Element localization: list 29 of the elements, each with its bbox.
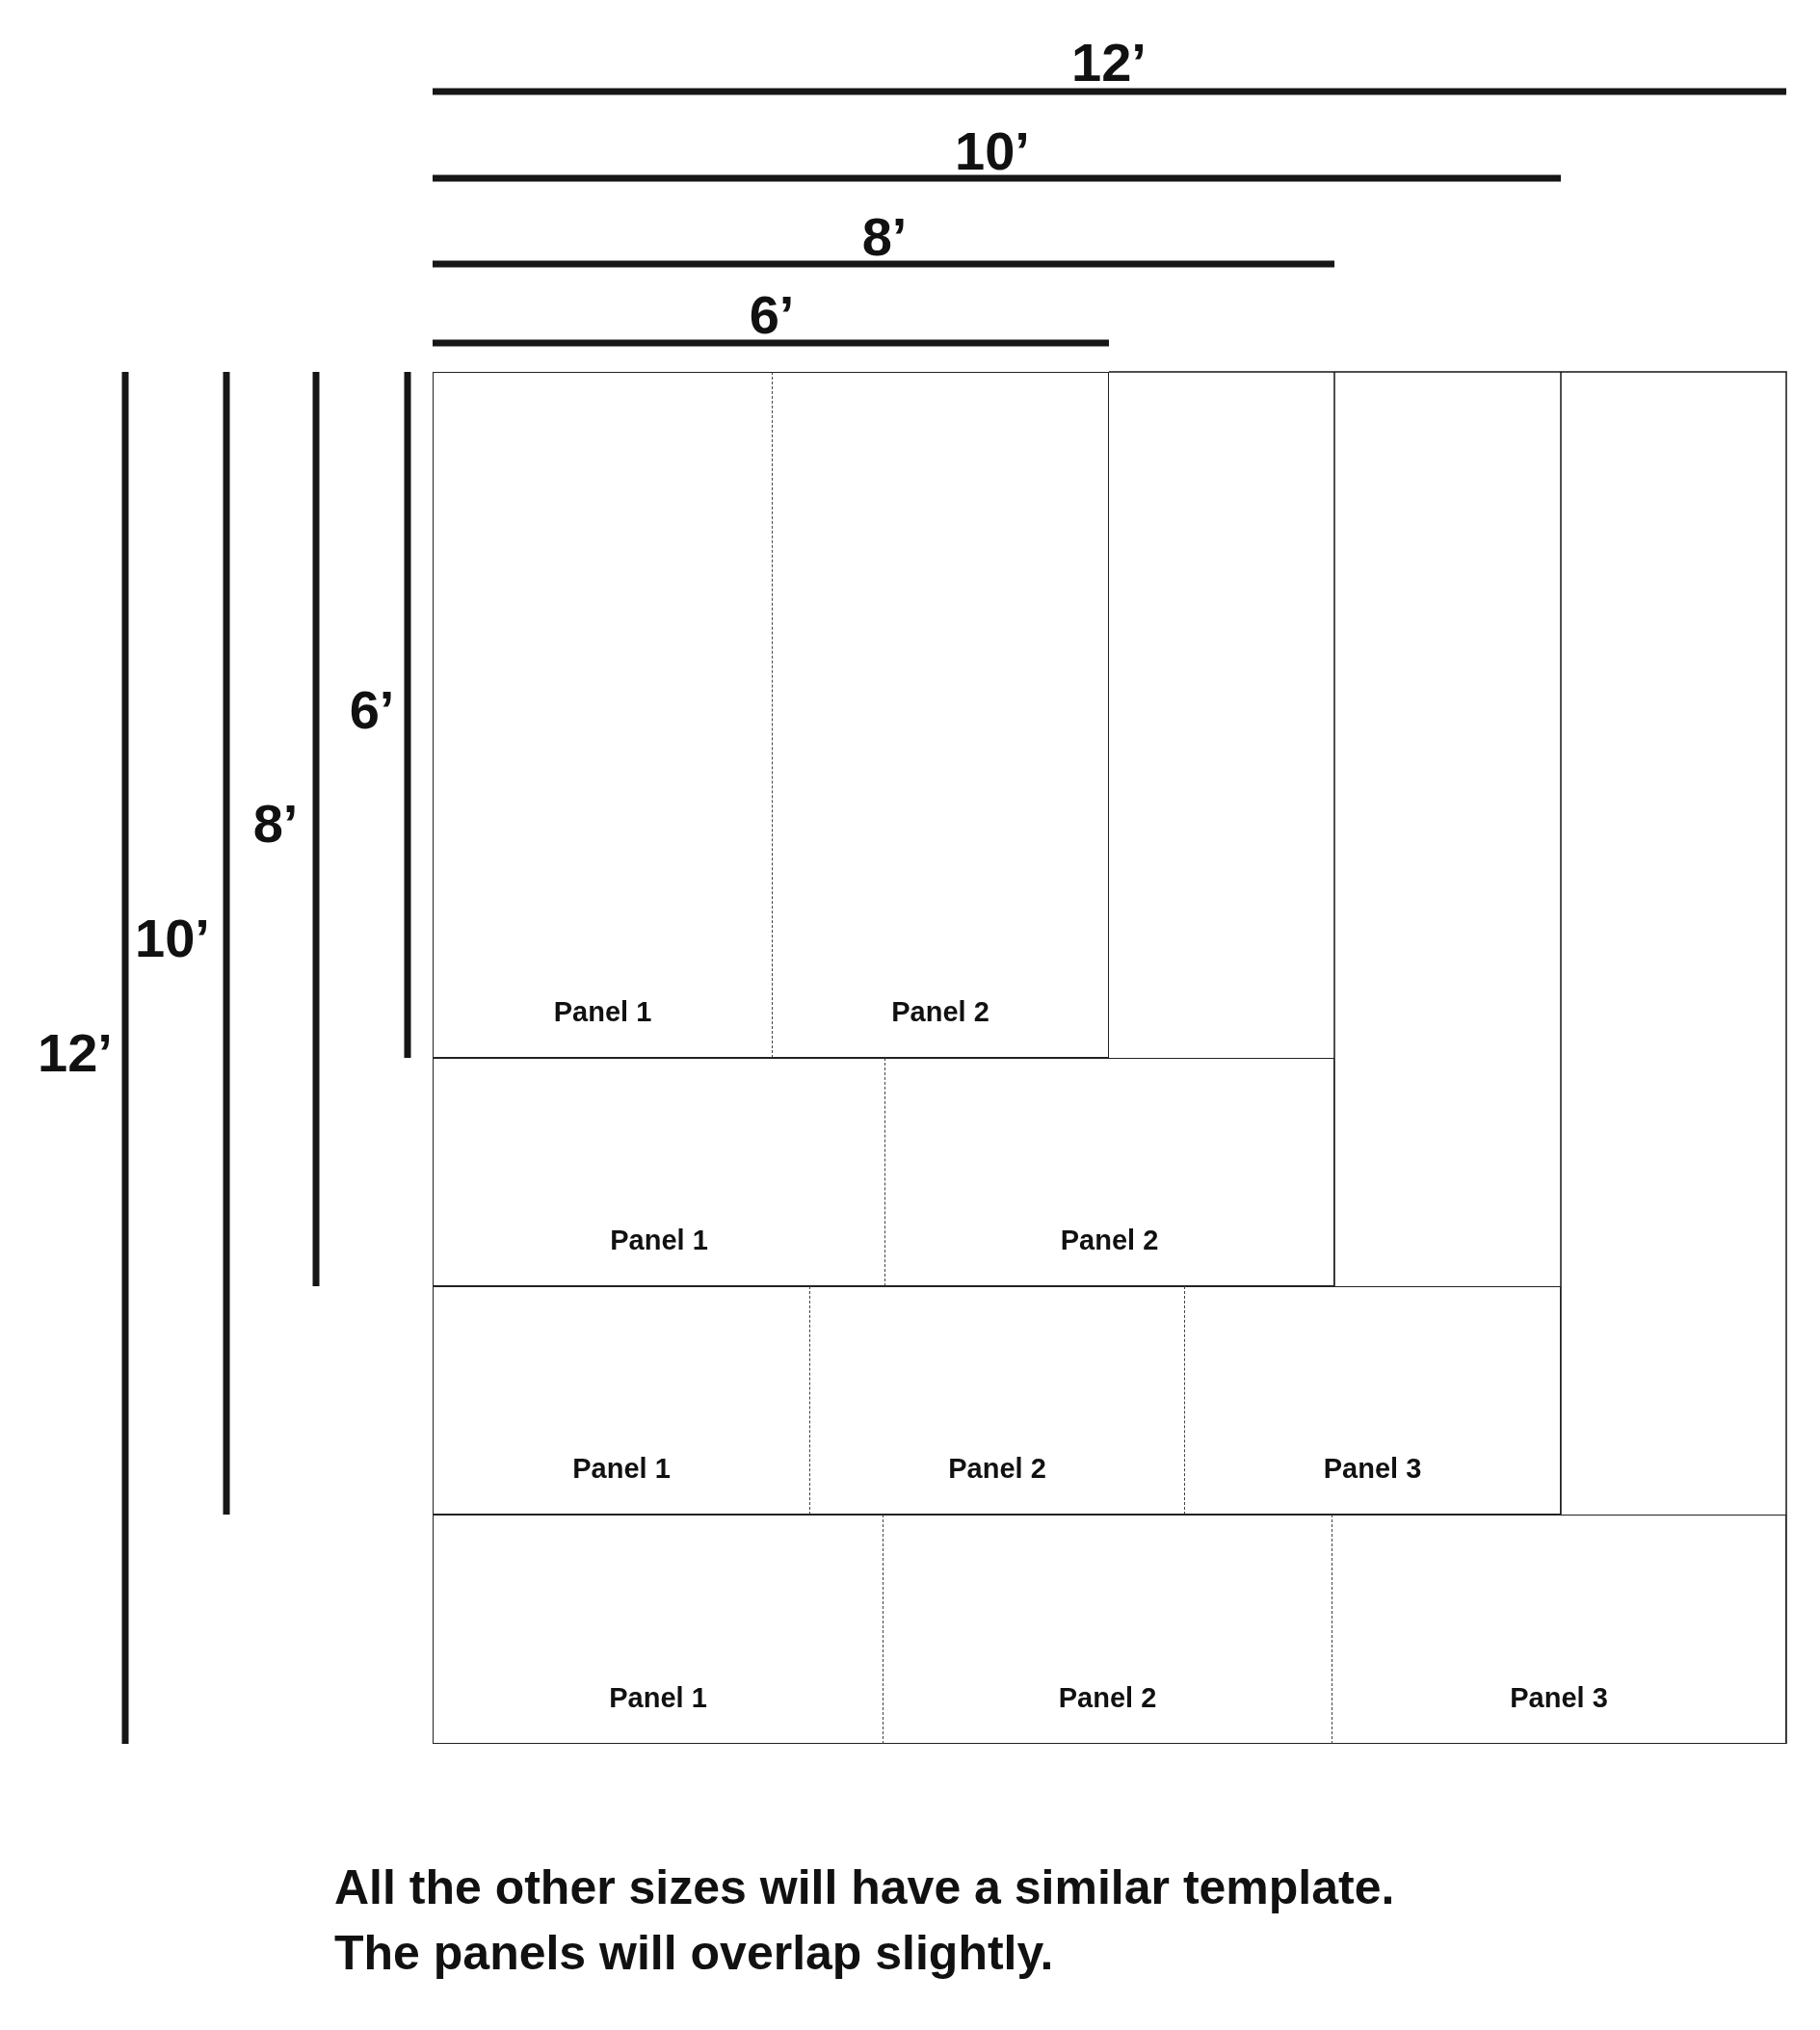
dimension-label: 10’ [955, 119, 1030, 182]
panel-label: Panel 1 [553, 996, 652, 1028]
dimension-label: 8’ [861, 204, 908, 268]
panel-region [1332, 1515, 1786, 1744]
panel-region [1184, 1286, 1561, 1515]
panel-label: Panel 3 [1510, 1682, 1608, 1714]
dimension-label: 12’ [38, 1020, 113, 1084]
caption: All the other sizes will have a similar template. The panels will overlap slightly. [334, 1859, 1396, 1982]
panel-region [433, 372, 772, 1058]
panel-label: Panel 2 [948, 1453, 1046, 1485]
panel-label: Panel 1 [610, 1225, 708, 1256]
panel-region [883, 1515, 1332, 1744]
panel-label: Panel 1 [572, 1453, 671, 1485]
dimension-label: 12’ [1071, 30, 1147, 93]
panel-region [433, 1515, 883, 1744]
panel-label: Panel 3 [1323, 1453, 1422, 1485]
panel-label: Panel 2 [1060, 1225, 1159, 1256]
dimension-label: 6’ [749, 282, 795, 346]
dimension-label: 10’ [135, 906, 210, 969]
panel-label: Panel 2 [891, 996, 989, 1028]
panel-region [433, 1286, 809, 1515]
panel-region [809, 1286, 1184, 1515]
dimension-label: 6’ [349, 677, 395, 741]
panel-label: Panel 2 [1058, 1682, 1157, 1714]
panel-region [884, 1058, 1334, 1286]
dimension-label: 8’ [252, 791, 299, 855]
panel-label: Panel 1 [609, 1682, 707, 1714]
panel-region [772, 372, 1109, 1058]
panel-region [433, 1058, 884, 1286]
